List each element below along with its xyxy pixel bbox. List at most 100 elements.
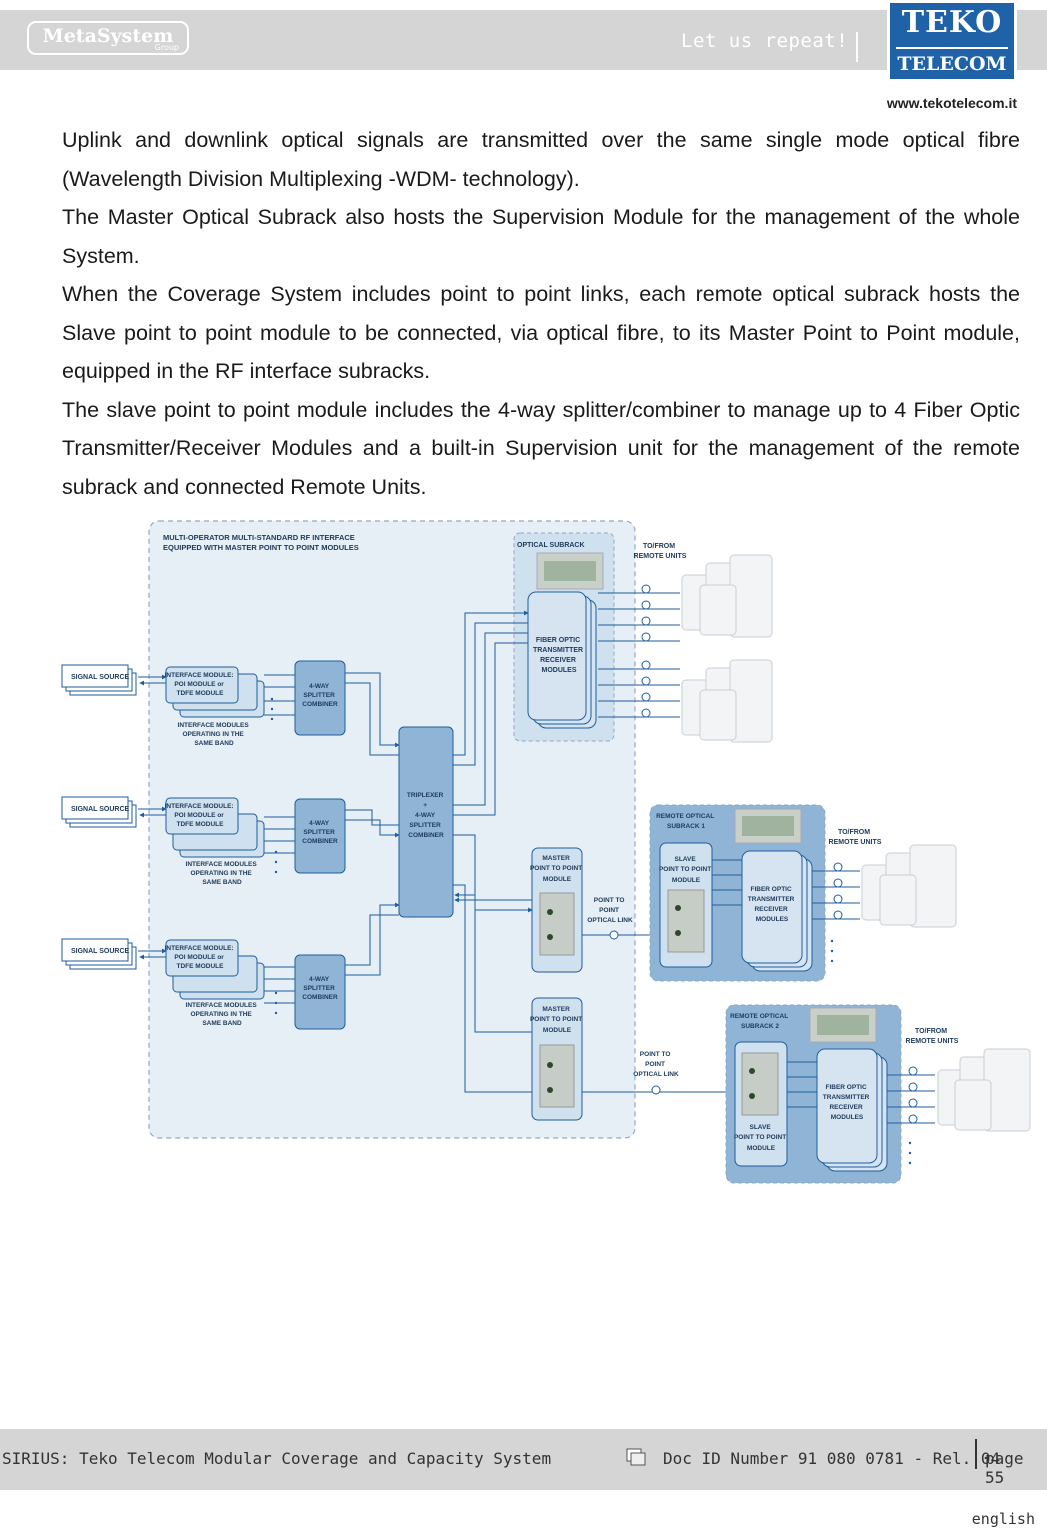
to-from-label: TO/FROM — [643, 543, 675, 550]
svg-text:SLAVE POINT TO POINT: SLAVE POINT TO POINT MODULE — [659, 856, 713, 884]
svg-text:FIBER OPTIC TRANSMITTER: FIBER OPTIC TRANSMITTER RECEIVER MODULES — [823, 1084, 871, 1121]
language-label: english — [971, 1510, 1035, 1528]
page-footer: SIRIUS: Teko Telecom Modular Coverage an… — [0, 1429, 1047, 1490]
to-from-label: TO/FROM — [838, 829, 870, 836]
combiner-label-3: COMBINER — [302, 994, 338, 1001]
remote-units-label: REMOTE UNITS — [634, 553, 687, 560]
svg-text:FIBER OPTIC TRANSMITTER: FIBER OPTIC TRANSMITTER RECEIVER MODULES — [533, 637, 585, 674]
svg-text:TO/FROM REMOTE UNITS: TO/FROM REMOTE UNITS — [829, 829, 882, 846]
ptp-label-3: OPTICAL LINK — [587, 917, 633, 924]
metasystem-group-text: Group — [154, 43, 179, 52]
band-label-1: INTERFACE MODULES — [186, 1002, 258, 1009]
combiner-label-3: COMBINER — [302, 838, 338, 845]
footer-doc-id: Doc ID Number 91 080 0781 - Rel. 04 — [663, 1449, 1001, 1468]
remote-units-label: REMOTE UNITS — [829, 839, 882, 846]
svg-text:POINT TO POINT OPTICAL: POINT TO POINT OPTICAL LINK — [633, 1051, 679, 1078]
teko-logo-rule — [896, 47, 1008, 49]
website-link[interactable]: www.tekotelecom.it — [886, 95, 1017, 111]
fiber-label-3: RECEIVER — [829, 1104, 863, 1111]
svg-text:INTERFACE MODULE: POI MO: INTERFACE MODULE: POI MODULE or TDFE MOD… — [165, 803, 236, 828]
combiner-label-1: 4-WAY — [309, 820, 330, 827]
paragraph: The Master Optical Subrack also hosts th… — [62, 205, 1020, 268]
signal-row-2: SIGNAL SOURCE INTERFACE MODULE: POI MODU… — [61, 796, 346, 886]
remote1-label-2: SUBRACK 1 — [667, 823, 705, 830]
fiber-label-1: FIBER OPTIC — [536, 637, 580, 644]
combiner-label-2: SPLITTER — [303, 985, 335, 992]
band-label-1: INTERFACE MODULES — [186, 861, 258, 868]
document-icon — [626, 1448, 646, 1466]
master-label-3: MODULE — [543, 876, 572, 883]
remote2-label-2: SUBRACK 2 — [741, 1023, 779, 1030]
band-label-3: SAME BAND — [202, 1020, 242, 1027]
svg-text:INTERFACE MODULES OPERAT: INTERFACE MODULES OPERATING IN THE SAME … — [186, 1002, 259, 1027]
paragraph: When the Coverage System includes point … — [62, 282, 1020, 383]
fiber-label-1: FIBER OPTIC — [751, 886, 792, 893]
paragraph: The slave point to point module includes… — [62, 397, 1020, 499]
remote-optical-subrack-2: REMOTE OPTICAL SUBRACK 2 SLAVE POINT TO … — [725, 1004, 902, 1184]
band-label-1: INTERFACE MODULES — [178, 722, 250, 729]
page-header: MetaSystem Group Let us repeat! — [0, 10, 1047, 70]
triplexer-label-5: COMBINER — [408, 832, 444, 839]
optical-outputs — [598, 592, 680, 718]
remote1-label-1: REMOTE OPTICAL — [656, 813, 714, 820]
svg-text:FIBER OPTIC TRANSMITTER: FIBER OPTIC TRANSMITTER RECEIVER MODULES — [748, 886, 796, 923]
fiber-label-3: RECEIVER — [540, 657, 576, 664]
page-number: page 55 — [985, 1449, 1024, 1487]
svg-text:INTERFACE MODULE: POI MO: INTERFACE MODULE: POI MODULE or TDFE MOD… — [165, 945, 236, 970]
triplexer-label-3: 4-WAY — [415, 812, 436, 819]
interface-label-3: TDFE MODULE — [177, 963, 225, 970]
rf-interface-title: MULTI-OPERATOR MULTI-STANDARD RF INTERFA… — [163, 533, 355, 542]
svg-text:INTERFACE MODULES OPERAT: INTERFACE MODULES OPERATING IN THE SAME … — [178, 722, 251, 747]
fiber-label-4: MODULES — [542, 667, 577, 674]
footer-title: SIRIUS: Teko Telecom Modular Coverage an… — [2, 1449, 552, 1468]
combiner-label-2: SPLITTER — [303, 829, 335, 836]
svg-text:TRIPLEXER + 4-WAY: TRIPLEXER + 4-WAY SPLITTER COMBINER — [407, 792, 445, 839]
ptp-label-2: POINT — [599, 907, 619, 914]
metasystem-logo-text: MetaSystem — [42, 25, 174, 47]
system-diagram: MULTI-OPERATOR MULTI-STANDARD RF INTERFA… — [61, 520, 1031, 1184]
interface-label-2: POI MODULE or — [174, 954, 224, 961]
remote2-label-1: REMOTE OPTICAL — [730, 1013, 788, 1020]
triplexer-label-2: + — [423, 802, 427, 809]
slave-label-1: SLAVE — [674, 856, 696, 863]
svg-text:REMOTE OPTICAL SUBRACK 2: REMOTE OPTICAL SUBRACK 2 — [730, 1013, 790, 1030]
band-label-3: SAME BAND — [194, 740, 234, 747]
svg-text:INTERFACE MODULES OPERAT: INTERFACE MODULES OPERATING IN THE SAME … — [186, 861, 259, 886]
signal-row-3: SIGNAL SOURCE INTERFACE MODULE: POI MODU… — [61, 938, 346, 1030]
band-label-2: OPERATING IN THE — [190, 1011, 252, 1018]
svg-text:TO/FROM REMOTE UNITS: TO/FROM REMOTE UNITS — [634, 543, 687, 560]
band-label-2: OPERATING IN THE — [182, 731, 244, 738]
fiber-label-2: TRANSMITTER — [533, 647, 583, 654]
combiner-label-3: COMBINER — [302, 701, 338, 708]
ptp-label-3: OPTICAL LINK — [633, 1071, 679, 1078]
svg-text:INTERFACE MODULE: POI MO: INTERFACE MODULE: POI MODULE or TDFE MOD… — [165, 672, 236, 697]
fiber-label-1: FIBER OPTIC — [826, 1084, 867, 1091]
interface-label-1: INTERFACE MODULE: — [165, 945, 234, 952]
interface-label-1: INTERFACE MODULE: — [165, 803, 234, 810]
remote-units-group — [681, 554, 773, 743]
body-text: Uplink and downlink optical signals are … — [62, 121, 1020, 506]
ptp-label-1: POINT TO — [594, 897, 625, 904]
svg-text:4-WAY SPLITTER COM: 4-WAY SPLITTER COMBINER — [302, 976, 338, 1001]
band-label-3: SAME BAND — [202, 879, 242, 886]
combiner-label-1: 4-WAY — [309, 683, 330, 690]
slave-label-3: MODULE — [672, 877, 701, 884]
slave-label-2: POINT TO POINT — [659, 866, 711, 873]
signal-row-1: SIGNAL SOURCE INTERFACE MODULE: POI MODU… — [61, 660, 346, 747]
signal-source-label: SIGNAL SOURCE — [71, 806, 130, 813]
triplexer-label-1: TRIPLEXER — [407, 792, 444, 799]
svg-text:REMOTE OPTICAL SUBRACK 1: REMOTE OPTICAL SUBRACK 1 — [656, 813, 716, 830]
svg-text:MASTER POINT TO POINT: MASTER POINT TO POINT MODULE — [530, 855, 584, 883]
interface-label-2: POI MODULE or — [174, 681, 224, 688]
slave-label-2: POINT TO POINT — [734, 1134, 786, 1141]
interface-label-2: POI MODULE or — [174, 812, 224, 819]
master-label-1: MASTER — [542, 855, 570, 862]
rf-interface-subtitle: EQUIPPED WITH MASTER POINT TO POINT MODU… — [163, 543, 359, 552]
band-label-2: OPERATING IN THE — [190, 870, 252, 877]
to-from-label: TO/FROM — [915, 1028, 947, 1035]
ptp-label-1: POINT TO — [640, 1051, 671, 1058]
svg-text:TO/FROM REMOTE UNITS: TO/FROM REMOTE UNITS — [906, 1028, 959, 1045]
master-ptp-module-1: MASTER POINT TO POINT MODULE — [530, 847, 584, 973]
interface-label-1: INTERFACE MODULE: — [165, 672, 234, 679]
signal-source-label: SIGNAL SOURCE — [71, 948, 130, 955]
